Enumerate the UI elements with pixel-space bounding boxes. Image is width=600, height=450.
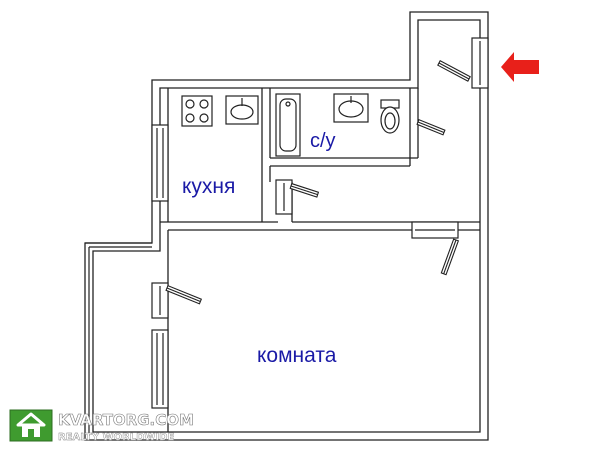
- kitchen-label: кухня: [182, 175, 235, 198]
- door-leaf-entrance: [437, 60, 471, 82]
- arrow-left-icon: [501, 52, 539, 82]
- door-leaves: [165, 60, 471, 305]
- room-door-frame: [411, 221, 459, 239]
- balcony: [85, 242, 152, 436]
- window-room-lower: [151, 329, 169, 409]
- kitchen-sink-icon: [225, 95, 259, 125]
- window-kitchen: [151, 124, 169, 202]
- kitchen-door-frame: [275, 179, 293, 215]
- entrance-door-frame: [471, 37, 489, 89]
- watermark-tagline: REALTY WORLDWIDE: [58, 432, 174, 443]
- stove-icon: [181, 95, 213, 127]
- door-leaf-bathroom: [416, 118, 446, 136]
- watermark-brand: KVARTORG.COM: [58, 411, 194, 429]
- toilet-icon: [380, 99, 400, 134]
- door-leaf-room: [440, 238, 460, 276]
- bathroom-sink-icon: [333, 93, 369, 123]
- bathtub-icon: [275, 93, 301, 157]
- windows: [151, 37, 489, 409]
- door-leaf-kitchen: [289, 182, 320, 198]
- living-room-label: комната: [257, 344, 337, 367]
- window-room-upper: [151, 282, 169, 319]
- house-icon: [9, 409, 53, 442]
- watermark: KVARTORG.COM REALTY WORLDWIDE: [9, 409, 194, 443]
- bathroom-label: с/у: [310, 130, 336, 152]
- door-leaf-balcony: [165, 284, 203, 305]
